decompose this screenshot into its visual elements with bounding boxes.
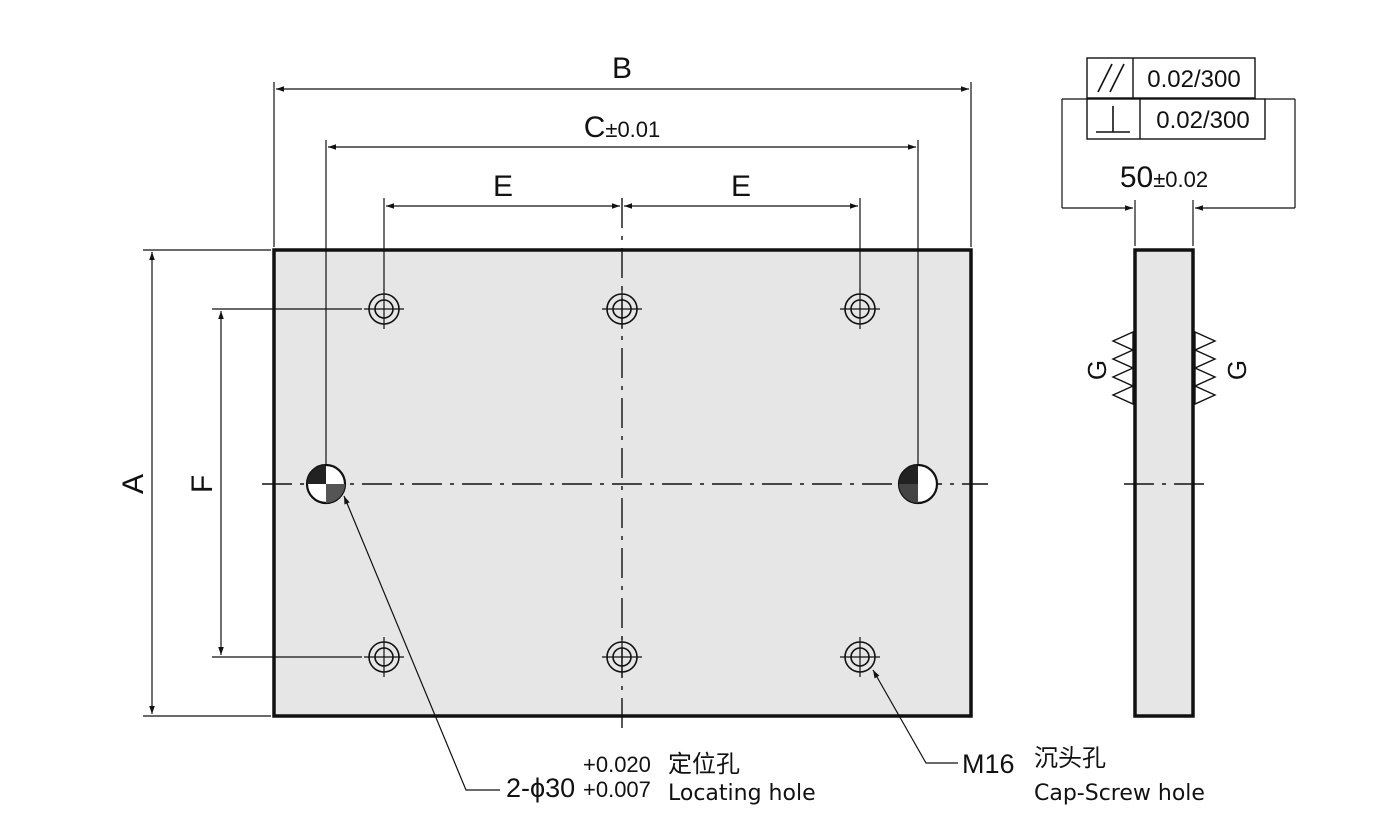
dimension-e-right-label: E	[731, 170, 751, 203]
thickness-label: 50±0.02	[1120, 161, 1208, 194]
screw-hole	[602, 637, 642, 677]
screw-hole	[364, 289, 404, 329]
locating-hole-label-en: Locating hole	[668, 781, 816, 806]
surface-finish-left: G	[1082, 330, 1134, 406]
locating-hole-spec: 2-ϕ30	[506, 773, 575, 803]
locating-hole-lower-tol: +0.007	[583, 777, 651, 802]
cap-screw-hole-label-en: Cap-Screw hole	[1034, 781, 1205, 806]
screw-hole	[840, 637, 880, 677]
dimension-c-label: C±0.01	[584, 111, 661, 144]
parallelism-value: 0.02/300	[1147, 66, 1240, 93]
cap-screw-hole-label-cn: 沉头孔	[1034, 744, 1106, 772]
parallelism-frame: 0.02/300	[1086, 57, 1256, 99]
dimension-e-left-label: E	[493, 170, 513, 203]
perpendicularity-frame: 0.02/300	[1086, 98, 1266, 140]
surface-finish-right-label: G	[1222, 360, 1252, 380]
locating-hole	[897, 463, 939, 505]
locating-hole-leader	[343, 495, 500, 791]
cap-screw-hole-spec: M16	[962, 749, 1015, 779]
locating-hole-upper-tol: +0.020	[583, 752, 651, 777]
dimension-b-label: B	[612, 52, 632, 85]
plate-side-view	[1133, 248, 1195, 718]
dimension-a-label: A	[117, 474, 150, 494]
locating-hole	[305, 463, 347, 505]
dimension-f-label: F	[186, 475, 219, 493]
perpendicularity-value: 0.02/300	[1156, 107, 1249, 134]
locating-hole-label-cn: 定位孔	[668, 750, 740, 778]
screw-hole	[364, 637, 404, 677]
screw-hole	[840, 289, 880, 329]
surface-finish-right: G	[1194, 330, 1252, 406]
screw-hole	[602, 289, 642, 329]
surface-finish-left-label: G	[1082, 360, 1112, 380]
cap-screw-hole-leader	[872, 669, 958, 764]
parallelism-icon	[1097, 63, 1113, 93]
